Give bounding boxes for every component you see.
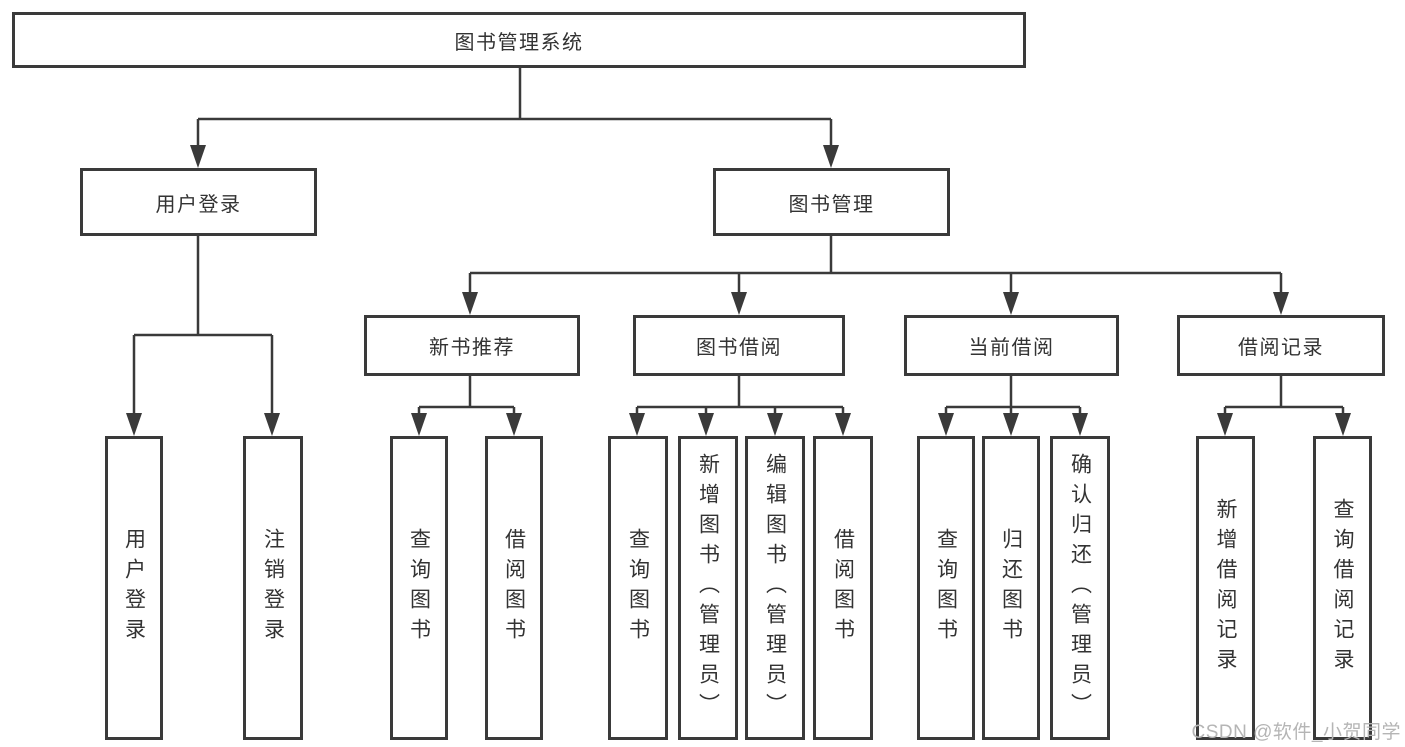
leaf-add-book-admin: 新增图书（管理员）: [678, 436, 738, 740]
leaf-return-books: 归还图书: [982, 436, 1040, 740]
leaf-confirm-return-admin: 确认归还（管理员）: [1050, 436, 1110, 740]
leaf-query-books-current: 查询图书: [917, 436, 975, 740]
leaf-logout: 注销登录: [243, 436, 303, 740]
leaf-query-books-borrowing: 查询图书: [608, 436, 668, 740]
leaf-add-borrow-record: 新增借阅记录: [1196, 436, 1255, 740]
leaf-borrow-books-recommend: 借阅图书: [485, 436, 543, 740]
leaf-query-borrow-record: 查询借阅记录: [1313, 436, 1372, 740]
leaf-query-books-recommend: 查询图书: [390, 436, 448, 740]
node-current-borrowing: 当前借阅: [904, 315, 1119, 376]
arrowheads: [126, 145, 1351, 436]
node-library-management-system: 图书管理系统: [12, 12, 1026, 68]
leaf-edit-book-admin: 编辑图书（管理员）: [745, 436, 805, 740]
node-book-borrowing: 图书借阅: [633, 315, 845, 376]
node-user-login: 用户登录: [80, 168, 317, 236]
node-borrowing-records: 借阅记录: [1177, 315, 1385, 376]
watermark: CSDN @软件_小贺同学: [1191, 722, 1401, 743]
node-book-management: 图书管理: [713, 168, 950, 236]
leaf-borrow-books-borrowing: 借阅图书: [813, 436, 873, 740]
leaf-user-login: 用户登录: [105, 436, 163, 740]
node-new-book-recommendation: 新书推荐: [364, 315, 580, 376]
